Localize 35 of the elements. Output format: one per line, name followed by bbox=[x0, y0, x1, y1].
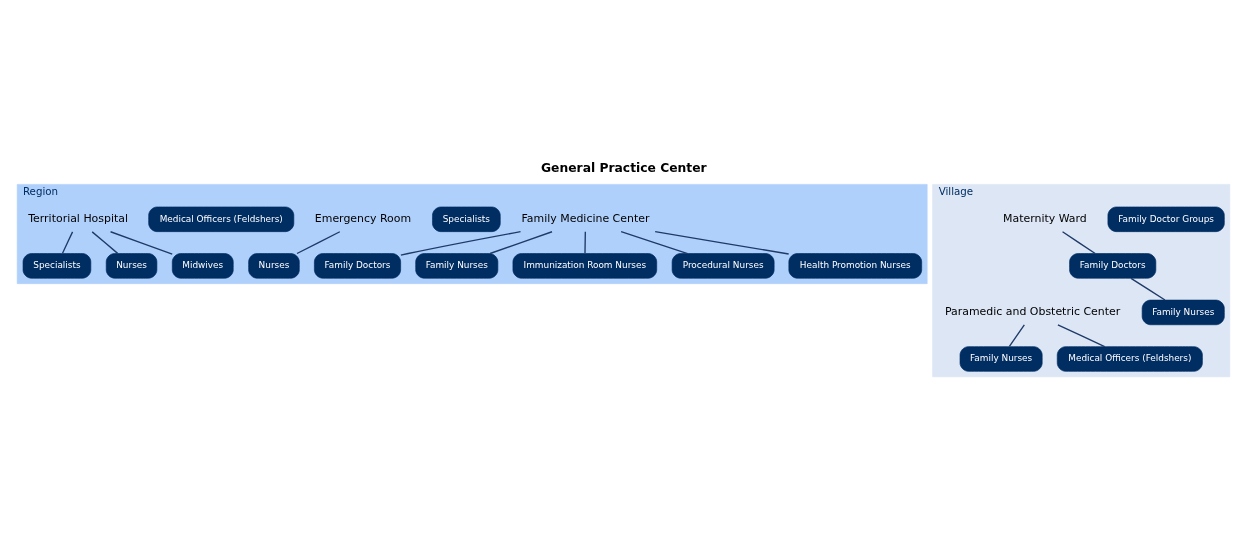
connector bbox=[296, 230, 341, 254]
connector bbox=[1008, 323, 1025, 347]
node-box: Health Promotion Nurses bbox=[788, 252, 922, 279]
node-box: Specialists bbox=[432, 206, 501, 232]
connector bbox=[584, 230, 586, 254]
node-box: Nurses bbox=[248, 252, 300, 279]
connector bbox=[1057, 323, 1106, 347]
node-text: Maternity Ward bbox=[1003, 211, 1087, 225]
node-text: Family Medicine Center bbox=[521, 211, 650, 225]
connector bbox=[1061, 230, 1096, 254]
node-box: Immunization Room Nurses bbox=[512, 252, 658, 279]
node-box: Family Nurses bbox=[415, 252, 499, 279]
connector bbox=[61, 230, 74, 254]
connector bbox=[109, 230, 173, 255]
connector bbox=[1130, 277, 1166, 301]
node-box: Family Doctors bbox=[1069, 252, 1157, 279]
node-text: Territorial Hospital bbox=[28, 211, 129, 225]
node-text: Paramedic and Obstetric Center bbox=[944, 304, 1121, 318]
connector bbox=[620, 230, 689, 254]
node-box: Family Nurses bbox=[959, 345, 1043, 372]
connector bbox=[400, 230, 522, 256]
node-box: Medical Officers (Feldshers) bbox=[148, 206, 295, 232]
node-box: Family Nurses bbox=[1141, 299, 1225, 325]
node-box: Midwives bbox=[171, 252, 234, 279]
connector bbox=[654, 230, 790, 255]
node-box: Specialists bbox=[22, 252, 92, 279]
node-box: Procedural Nurses bbox=[671, 252, 775, 279]
node-box: Family Doctor Groups bbox=[1107, 206, 1225, 232]
node-text: Emergency Room bbox=[314, 211, 412, 225]
connector bbox=[489, 230, 553, 254]
connector bbox=[91, 230, 119, 254]
node-box: Medical Officers (Feldshers) bbox=[1056, 345, 1203, 372]
node-box: Family Doctors bbox=[314, 252, 401, 279]
node-box: Nurses bbox=[105, 252, 158, 279]
diagram-title: General Practice Center bbox=[541, 160, 707, 175]
